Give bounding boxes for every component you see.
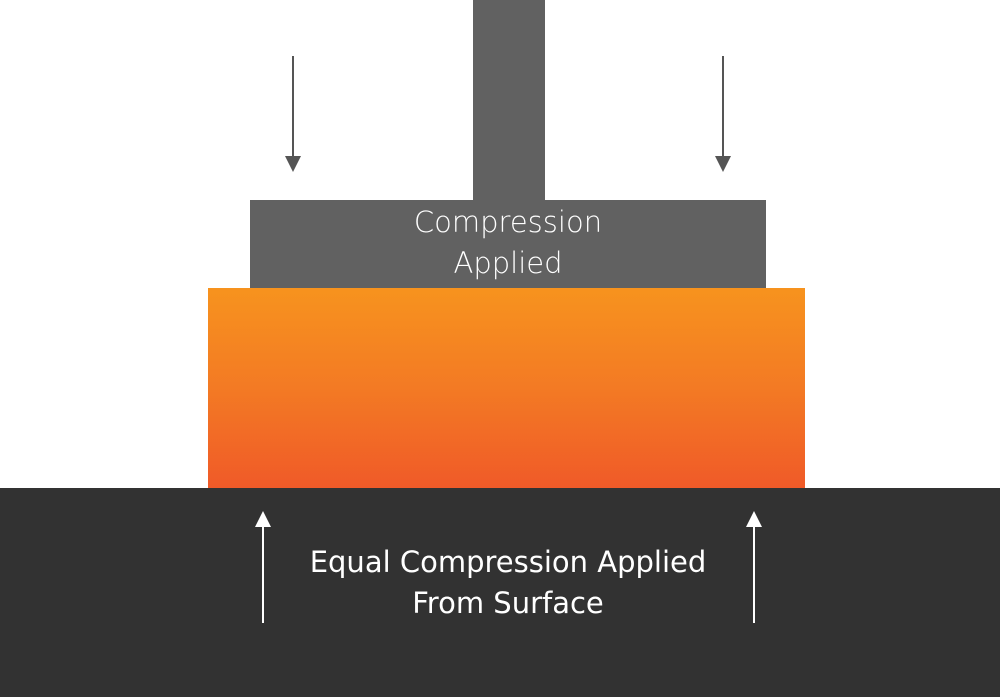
press-label: Compression Applied (413, 205, 603, 280)
press-stem (473, 0, 545, 200)
surface-label: Equal Compression Applied From Surface (309, 545, 707, 620)
arrow-down-icon (285, 56, 301, 172)
compressed-material (208, 288, 805, 488)
arrow-down-icon (715, 56, 731, 172)
arrow-up-icon (255, 511, 271, 623)
support-surface (0, 488, 1000, 697)
arrow-up-icon (746, 511, 762, 623)
press-plate (250, 200, 766, 289)
